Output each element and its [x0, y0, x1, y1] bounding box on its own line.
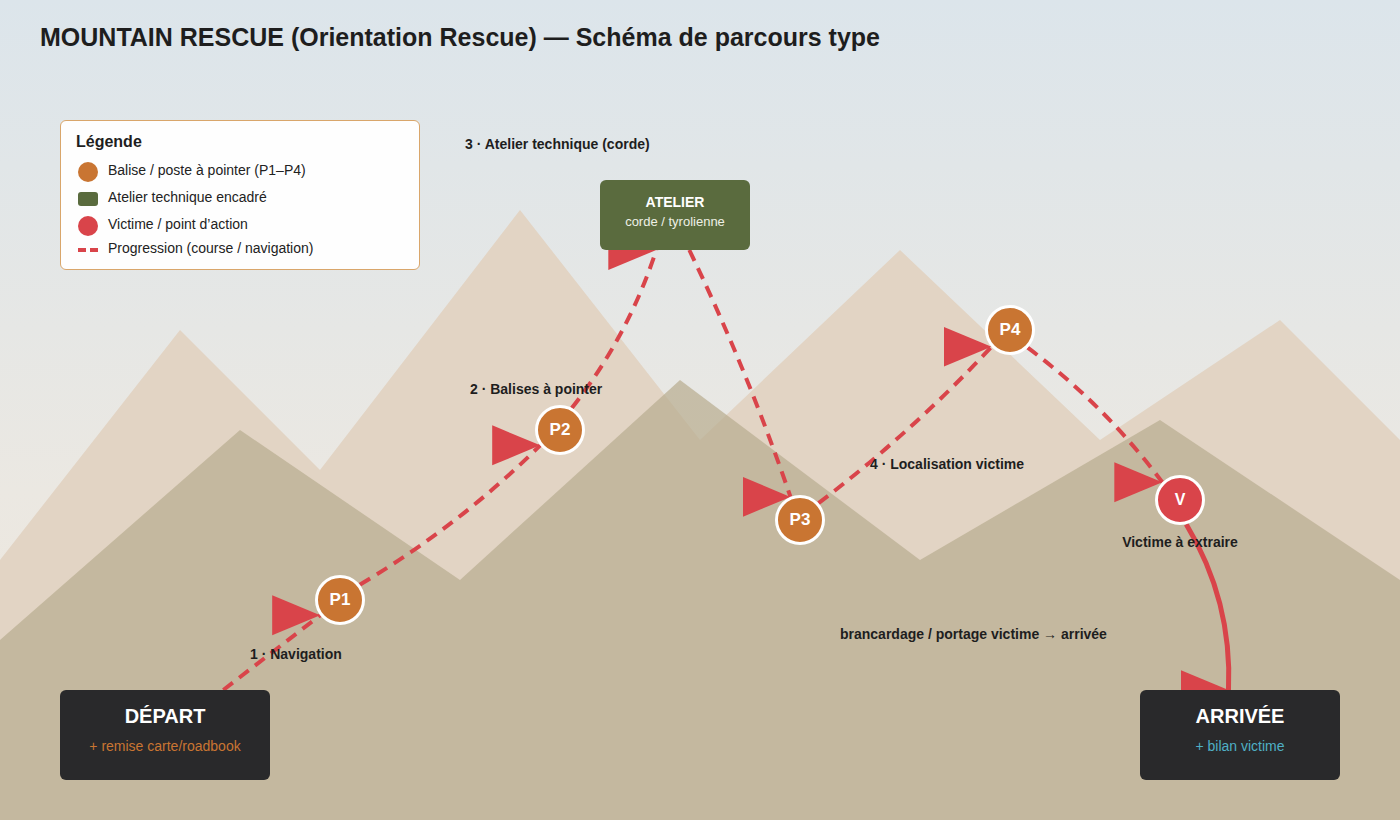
- box-subtitle: + remise carte/roadbook: [89, 738, 240, 755]
- route-connector: [360, 445, 540, 584]
- checkpoint-circle: P3: [775, 495, 825, 545]
- legend-text: Balise / poste à pointer (P1–P4): [108, 162, 306, 179]
- box-heading: ATELIER: [646, 194, 705, 211]
- node-label: V: [1175, 490, 1186, 509]
- step-label: 2 · Balises à pointer: [470, 381, 602, 398]
- legend-box: Balise / poste à pointer (P1–P4) Atelier …: [60, 120, 420, 270]
- box-heading: DÉPART: [125, 704, 206, 728]
- checkpoint-circle: P1: [315, 575, 365, 625]
- legend-text: Victime / point d’action: [108, 216, 248, 233]
- legend-text: Progression (course / navigation): [108, 240, 313, 257]
- circle-shape: [1157, 477, 1204, 524]
- legend-title: Légende: [76, 132, 142, 151]
- circle-shape: [317, 577, 364, 624]
- front-mountains: [0, 380, 1400, 820]
- legend-text: Atelier technique encadré: [108, 189, 267, 206]
- node-label: P3: [790, 510, 811, 530]
- node-caption: Victime à extraire: [1122, 534, 1238, 551]
- circle-shape: [537, 407, 584, 454]
- workshop-box: ATELIER corde / tyrolienne: [600, 180, 750, 250]
- circle-shape: [777, 497, 824, 544]
- route-connector: [819, 347, 992, 503]
- circle-text-holder: P1: [315, 575, 365, 625]
- route-connector: [689, 250, 790, 497]
- node-label: P2: [550, 420, 571, 440]
- legend-swatch-circle: [78, 162, 98, 182]
- circle-text-holder: V: [1155, 475, 1205, 525]
- legend-dash-line: [78, 248, 101, 252]
- step-label: 1 · Navigation: [250, 646, 342, 663]
- circle-text-holder: P2: [535, 405, 585, 455]
- checkpoint-circle: P2: [535, 405, 585, 455]
- box-subtitle: + bilan victime: [1195, 738, 1284, 755]
- legend-swatch-circle: [78, 216, 98, 236]
- legend-line-sample: [77, 246, 103, 254]
- diagram-title: MOUNTAIN RESCUE (Orientation Rescue) — S…: [40, 22, 880, 52]
- start-box: DÉPART + remise carte/roadbook: [60, 690, 270, 780]
- box-subtitle: corde / tyrolienne: [625, 214, 725, 230]
- circle-text-holder: P3: [775, 495, 825, 545]
- circle-text-holder: P4: [985, 305, 1035, 355]
- step-label: 4 · Localisation victime: [870, 456, 1024, 473]
- legend-swatch-rect: [78, 192, 98, 206]
- back-mountains: [0, 210, 1400, 820]
- node-label: P1: [330, 590, 351, 610]
- checkpoint-circle: P4: [985, 305, 1035, 355]
- box-heading: ARRIVÉE: [1196, 704, 1285, 728]
- circle-shape: [987, 307, 1034, 354]
- finish-box: ARRIVÉE + bilan victime: [1140, 690, 1340, 780]
- route-note: brancardage / portage victime → arrivée: [840, 626, 1107, 643]
- route-connector: [1028, 348, 1163, 483]
- node-label: P4: [1000, 320, 1021, 340]
- victim-circle: V: [1155, 475, 1205, 525]
- step-label: 3 · Atelier technique (corde): [465, 136, 650, 153]
